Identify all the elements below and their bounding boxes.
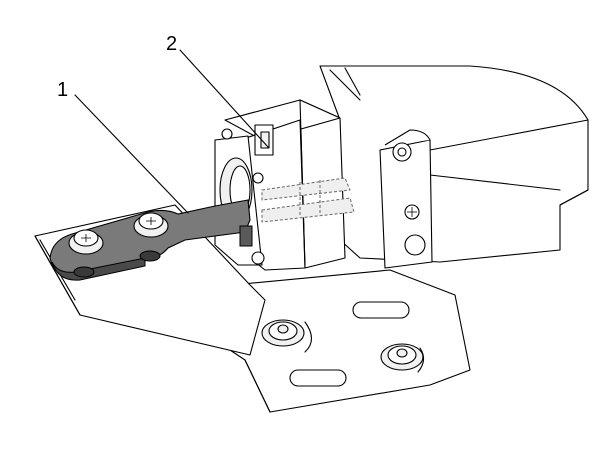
hidden-contacts	[261, 177, 355, 223]
callout-leaders	[74, 49, 269, 214]
corner-screw-icon	[221, 128, 233, 140]
slot-icon	[352, 301, 410, 319]
mounting-hole-icon	[404, 234, 426, 256]
callout-1: 1	[57, 79, 68, 101]
slot-icon	[289, 369, 347, 387]
cable-bracket	[49, 199, 253, 281]
corner-screw-icon	[252, 172, 264, 184]
mounting-block	[379, 129, 433, 269]
callout-2: 2	[166, 33, 177, 55]
corner-screw-icon	[251, 251, 265, 265]
cap-screw-icon	[133, 212, 169, 238]
flat-head-screw-icon	[380, 343, 424, 371]
rear-housing	[319, 65, 589, 263]
leader-line-1	[74, 94, 189, 214]
leader-line-2	[179, 49, 269, 148]
flat-head-screw-icon	[261, 319, 305, 347]
cap-screw-icon	[68, 229, 104, 255]
